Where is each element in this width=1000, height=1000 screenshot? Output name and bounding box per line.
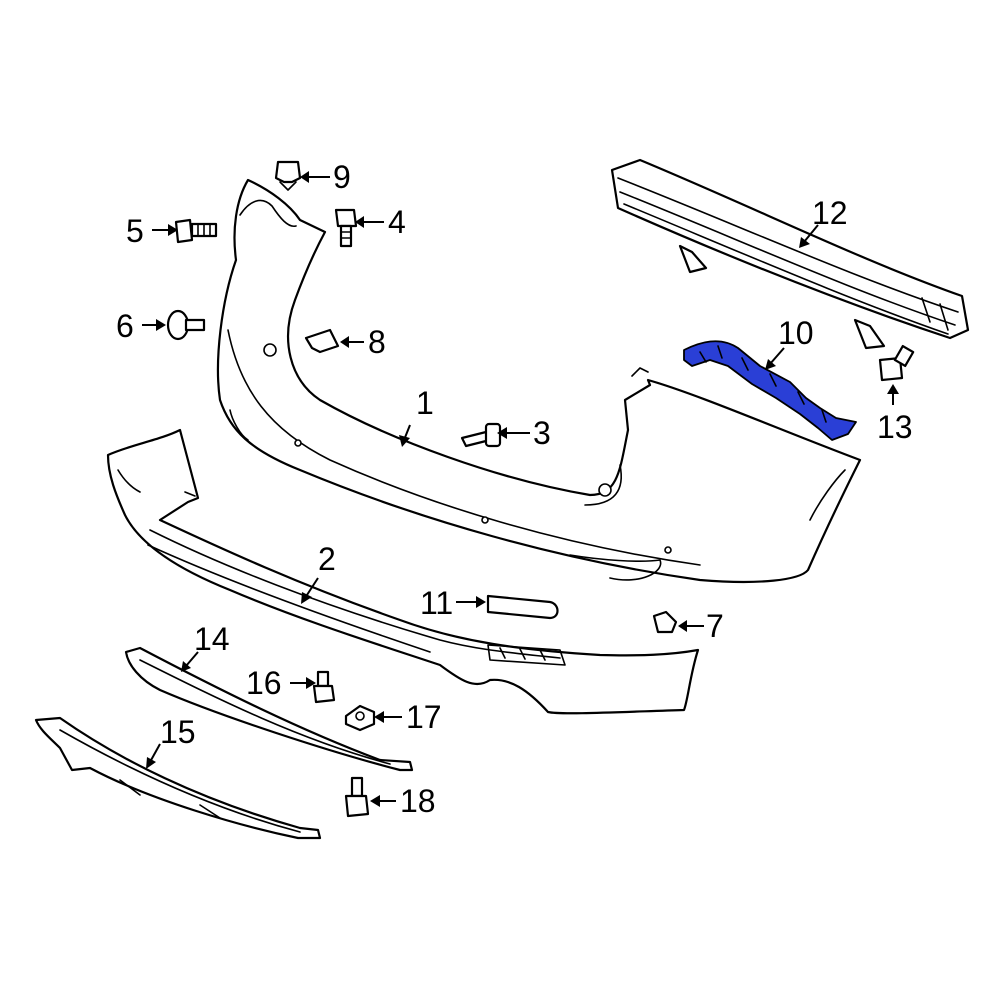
- part-1-bumper-cover: [216, 178, 862, 584]
- part-13-bolt: [878, 344, 915, 382]
- part-5-bolt: [174, 218, 218, 244]
- part-10-bracket: [683, 340, 857, 441]
- callout-5: 5: [126, 213, 144, 249]
- part-15-trim: [34, 716, 322, 840]
- part-12-reinforcement-beam: [610, 158, 970, 350]
- callout-12: 12: [812, 195, 848, 231]
- leader-lines: [142, 171, 899, 807]
- callout-17: 17: [406, 699, 442, 735]
- callout-6: 6: [116, 308, 134, 344]
- callout-13: 13: [877, 409, 913, 445]
- part-6-screw: [166, 309, 206, 341]
- part-16-bolt: [312, 670, 336, 704]
- callout-4: 4: [388, 204, 406, 240]
- part-8-clip: [304, 328, 340, 354]
- callout-7: 7: [706, 608, 724, 644]
- part-9-clip: [274, 160, 302, 191]
- callout-18: 18: [400, 783, 436, 819]
- callout-11: 11: [420, 585, 453, 621]
- callout-labels: 1 2 3 4 5 6 7 8 9 10 11 12 13 14 15 16 1…: [116, 159, 913, 819]
- part-7-clip: [652, 610, 678, 634]
- part-17-nut: [344, 704, 376, 732]
- callout-10: 10: [778, 315, 814, 351]
- callout-14: 14: [194, 621, 230, 657]
- part-18-bolt: [344, 776, 370, 818]
- part-2-lower-cover: [106, 428, 700, 715]
- callout-1: 1: [416, 385, 434, 421]
- callout-2: 2: [318, 541, 336, 577]
- callout-15: 15: [160, 714, 196, 750]
- part-11-reflector: [486, 594, 559, 620]
- part-14-trim: [124, 646, 414, 772]
- callout-9: 9: [333, 159, 351, 195]
- callout-3: 3: [533, 415, 551, 451]
- part-4-bolt: [334, 208, 358, 248]
- part-3-screw: [460, 422, 502, 448]
- callout-8: 8: [368, 324, 386, 360]
- callout-16: 16: [246, 665, 282, 701]
